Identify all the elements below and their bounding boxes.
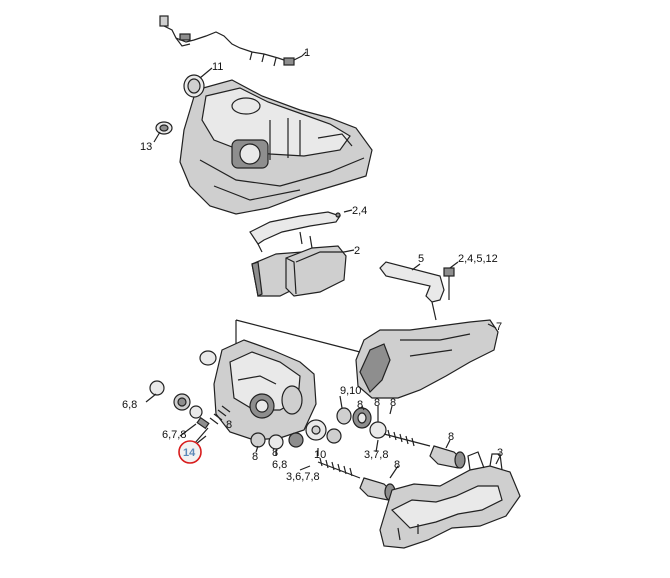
callout-8-e[interactable]: 8 <box>272 447 278 459</box>
callout-6-8-b[interactable]: 6,8 <box>272 459 287 471</box>
adjuster-cap[interactable] <box>155 121 173 135</box>
caliper-housing[interactable] <box>179 79 373 215</box>
bushing-center-1[interactable] <box>250 432 266 448</box>
callout-3-7-8[interactable]: 3,7,8 <box>364 449 388 461</box>
callout-13[interactable]: 13 <box>140 141 152 153</box>
callout-8-d[interactable]: 8 <box>252 451 258 463</box>
callout-10[interactable]: 10 <box>314 449 326 461</box>
bushing-upper-left[interactable] <box>199 350 217 366</box>
callout-8-a[interactable]: 8 <box>357 399 363 411</box>
guide-bolt-right[interactable] <box>383 429 431 447</box>
pad-retainer-bar[interactable] <box>379 261 445 321</box>
guide-bolt-lower[interactable] <box>317 457 361 479</box>
callout-2-4[interactable]: 2,4 <box>352 205 367 217</box>
seal-right-1[interactable] <box>336 407 352 425</box>
callout-6-8[interactable]: 6,8 <box>122 399 137 411</box>
bushing-center-3[interactable] <box>288 432 304 448</box>
brake-pads[interactable] <box>251 231 347 297</box>
callout-11[interactable]: 11 <box>212 61 223 73</box>
callout-5[interactable]: 5 <box>418 253 424 265</box>
highlight-ring <box>178 440 202 464</box>
callout-2[interactable]: 2 <box>354 245 360 257</box>
callout-6-7-8[interactable]: 6,7,8 <box>162 429 186 441</box>
callout-14-highlight[interactable]: 14 <box>178 427 209 464</box>
callout-7[interactable]: 7 <box>496 321 502 333</box>
callout-3[interactable]: 3 <box>497 447 503 459</box>
retainer-bolt[interactable] <box>443 267 455 300</box>
leader-lines <box>145 51 501 479</box>
bushing-6-8[interactable] <box>149 380 165 396</box>
callout-8-g[interactable]: 8 <box>448 431 454 443</box>
pad-retainer-spring[interactable] <box>249 211 341 253</box>
guide-sleeve-right[interactable] <box>429 445 466 469</box>
callout-9-10[interactable]: 9,10 <box>340 385 361 397</box>
wear-sensor-cable[interactable] <box>159 15 303 67</box>
bushing-8-upper[interactable] <box>173 393 191 411</box>
adjuster-bridge-assembly[interactable] <box>213 339 317 441</box>
seal-cap[interactable] <box>183 74 205 98</box>
brake-lever-cover[interactable] <box>355 319 499 399</box>
callout-labels: 1 11 13 2,4 2 5 2,4,5,12 7 9,10 6,8 8 8 … <box>122 47 503 483</box>
caliper-carrier[interactable] <box>379 451 521 549</box>
callout-2-4-5-12[interactable]: 2,4,5,12 <box>458 253 498 265</box>
bushing-10[interactable] <box>326 428 342 444</box>
callout-14[interactable]: 14 <box>183 447 196 459</box>
callout-3-6-7-8[interactable]: 3,6,7,8 <box>286 471 320 483</box>
washer-9-10[interactable] <box>305 419 327 441</box>
callout-8-h[interactable]: 8 <box>394 459 400 471</box>
bushing-center-2[interactable] <box>268 434 284 450</box>
callout-8-b[interactable]: 8 <box>374 397 380 409</box>
callout-1[interactable]: 1 <box>304 47 310 59</box>
seal-right-2[interactable] <box>352 407 372 429</box>
callout-8-c[interactable]: 8 <box>390 397 396 409</box>
seal-right-3[interactable] <box>369 421 387 439</box>
callout-8-f[interactable]: 8 <box>226 419 232 431</box>
bushing-8-mid[interactable] <box>189 405 203 419</box>
guide-pin-spring[interactable] <box>196 405 231 430</box>
